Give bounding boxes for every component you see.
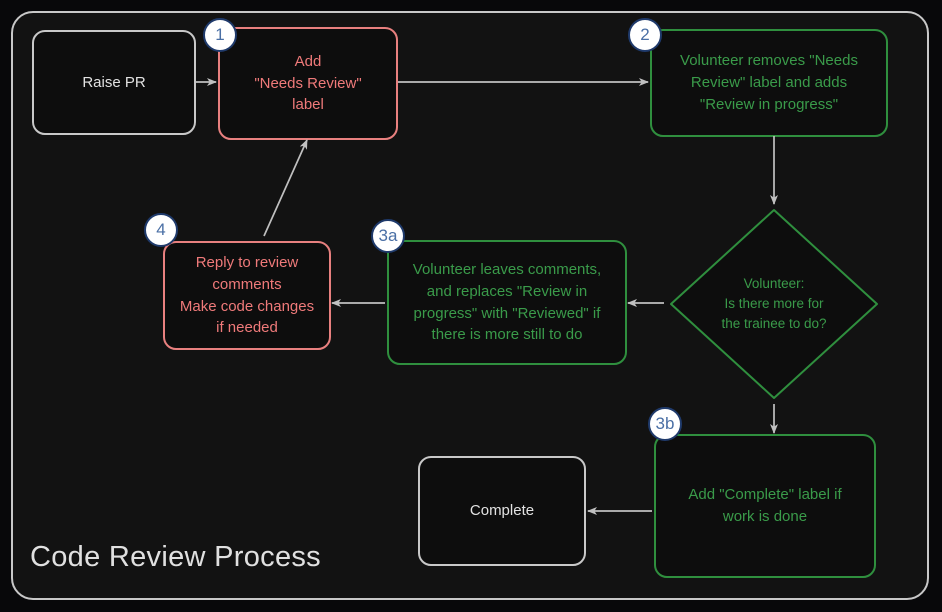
node-reply-to-review-text: Reply to review comments Make code chang… — [179, 254, 315, 337]
decision-diamond-shape — [670, 209, 878, 399]
step-badge-3a: 3a — [371, 219, 405, 253]
node-reply-to-review-comments[interactable]: Reply to review comments Make code chang… — [163, 241, 331, 350]
node-volunteer-leaves-comments[interactable]: Volunteer leaves comments, and replaces … — [387, 240, 627, 365]
node-add-needs-review-text: Add "Needs Review" label — [254, 52, 362, 114]
node-complete[interactable]: Complete — [418, 456, 586, 566]
step-badge-1: 1 — [203, 18, 237, 52]
node-volunteer-removes-label[interactable]: Volunteer removes "Needs Review" label a… — [650, 29, 888, 137]
node-add-needs-review-label[interactable]: Add "Needs Review" label — [218, 27, 398, 140]
node-add-complete-text: Add "Complete" label if work is done — [688, 486, 842, 525]
node-volunteer-removes-text: Volunteer removes "Needs Review" label a… — [680, 52, 858, 113]
page-title: Code Review Process — [30, 541, 321, 573]
node-add-complete-label[interactable]: Add "Complete" label if work is done — [654, 434, 876, 578]
node-raise-pr-label: Raise PR — [82, 73, 146, 91]
step-badge-4: 4 — [144, 213, 178, 247]
node-complete-label: Complete — [469, 502, 535, 520]
node-raise-pr[interactable]: Raise PR — [32, 30, 196, 135]
node-decision-volunteer-more-work[interactable]: Volunteer: Is there more for the trainee… — [668, 207, 880, 401]
node-volunteer-comments-text: Volunteer leaves comments, and replaces … — [412, 261, 602, 344]
step-badge-3b: 3b — [648, 407, 682, 441]
node-decision-label: Volunteer: Is there more for the trainee… — [721, 275, 827, 332]
step-badge-2: 2 — [628, 18, 662, 52]
